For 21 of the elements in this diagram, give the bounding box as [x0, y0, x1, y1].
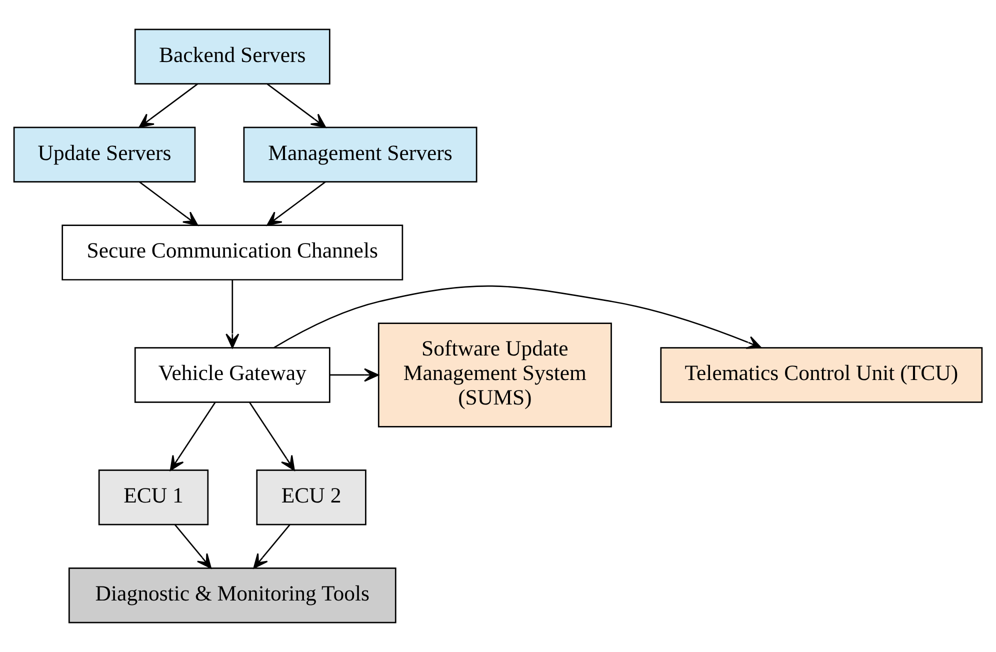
node-box: Secure Communication Channels: [62, 224, 404, 280]
node-box: Backend Servers: [134, 28, 330, 85]
node-box: ECU 1: [98, 470, 209, 526]
arrow: [174, 524, 212, 569]
arrow: [248, 402, 295, 471]
node-box: Management Servers: [243, 126, 478, 182]
arrow: [253, 524, 290, 569]
arrow: [330, 368, 379, 382]
arrow: [274, 285, 762, 349]
arrow: [226, 280, 240, 348]
arrow: [266, 181, 326, 226]
arrow: [170, 402, 216, 471]
arrow: [266, 83, 326, 128]
node-box: Software Update Management System (SUMS): [378, 322, 612, 428]
node-box: Update Servers: [13, 126, 196, 182]
node-box: Diagnostic & Monitoring Tools: [68, 567, 396, 624]
node-box: Telematics Control Unit (TCU): [660, 347, 983, 403]
node-box: ECU 2: [256, 470, 366, 526]
arrow: [139, 181, 198, 226]
node-box: Vehicle Gateway: [134, 347, 330, 403]
arrow: [138, 83, 198, 128]
